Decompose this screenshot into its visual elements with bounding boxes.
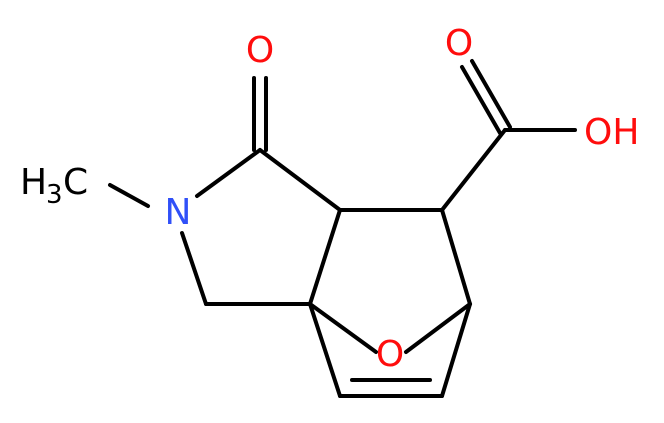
bond-carboxyl-double-2 bbox=[470, 59, 512, 129]
bond-carboxyl-double-1 bbox=[460, 65, 502, 135]
methyl-subscript-label: 3 bbox=[46, 180, 63, 210]
bridge-oxygen-label: O bbox=[376, 334, 404, 375]
bond-right-bridgehead-o bbox=[404, 302, 472, 354]
methyl-h-label: H bbox=[20, 162, 47, 203]
acid-oxygen-label: O bbox=[445, 23, 473, 64]
bond-left-bridgehead-alkene bbox=[308, 302, 342, 398]
bond-n-carbonyl bbox=[195, 148, 262, 198]
bond-acid-c-carboxyl bbox=[440, 128, 507, 212]
bond-carbonyl-junction bbox=[258, 148, 342, 212]
nitrogen-label: N bbox=[165, 192, 192, 233]
bond-acid-c-right-bridgehead bbox=[440, 208, 472, 306]
bond-left-bridgehead-o bbox=[308, 302, 378, 354]
hydroxyl-label: OH bbox=[584, 112, 639, 153]
bond-junction-bridgehead bbox=[308, 208, 342, 306]
methyl-label: H 3 C bbox=[20, 162, 88, 210]
ketone-oxygen-label: O bbox=[246, 30, 274, 71]
bond-set bbox=[108, 59, 577, 398]
bond-alkene-right-bridgehead bbox=[440, 302, 472, 398]
bond-n-ch2 bbox=[180, 231, 208, 306]
methyl-c-label: C bbox=[63, 162, 88, 203]
bond-methyl-n bbox=[108, 183, 150, 208]
atom-labels: O O OH N O H 3 C bbox=[20, 23, 639, 375]
